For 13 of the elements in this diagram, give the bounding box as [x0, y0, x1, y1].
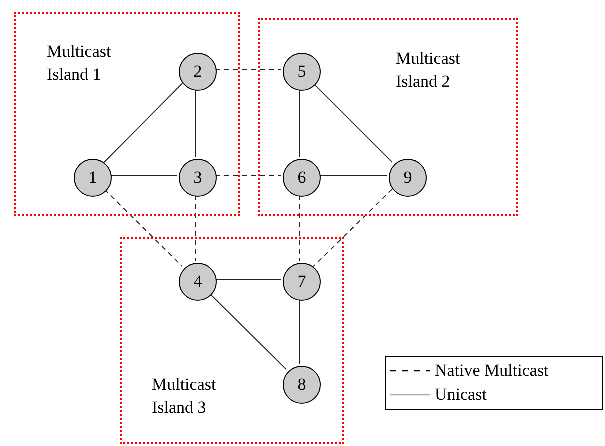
dashed-link [104, 188, 183, 268]
island-region [258, 18, 518, 216]
island-region [120, 237, 344, 444]
legend-label: Native Multicast [435, 360, 549, 382]
link-line [104, 83, 184, 163]
island-label: Multicast Island 3 [152, 374, 218, 419]
link-line [312, 82, 394, 164]
island-label: Multicast Island 2 [396, 48, 462, 93]
island-region [14, 12, 240, 216]
legend-label: Unicast [435, 384, 487, 406]
link-line [209, 292, 287, 370]
dashed-link [313, 188, 393, 268]
island-label: Multicast Island 1 [47, 41, 112, 86]
